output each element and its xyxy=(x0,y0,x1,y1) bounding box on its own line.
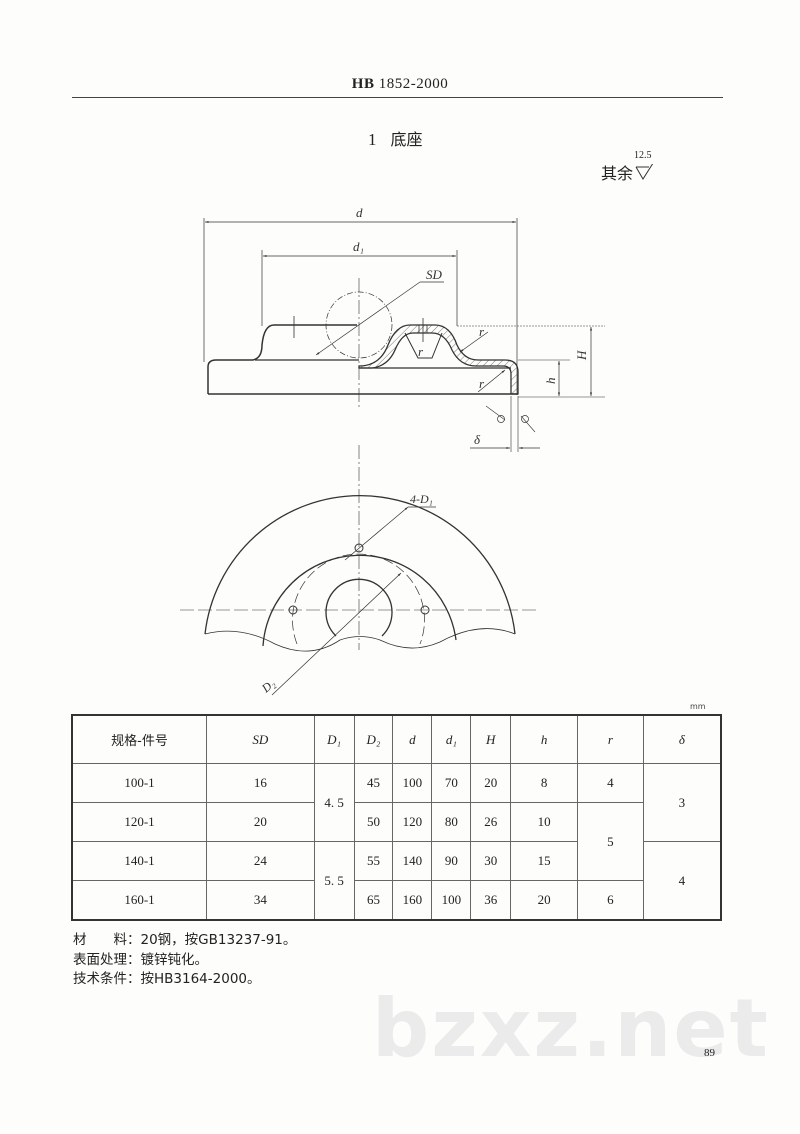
label-r-inner: r xyxy=(418,344,424,359)
cell-r: 4 xyxy=(576,763,644,803)
label-H: H xyxy=(574,350,589,361)
cell-d1-merged: 5. 5 xyxy=(313,841,355,921)
col-delta: δ xyxy=(642,714,722,764)
table-row: 160-1 34 65 160 100 36 20 6 xyxy=(71,880,721,921)
cell-d1: 100 xyxy=(431,880,472,921)
label-d: d xyxy=(356,205,363,220)
note-label: 材 料： xyxy=(73,932,141,948)
table-row: 100-1 16 4. 5 45 100 70 20 8 4 3 xyxy=(71,763,722,842)
label-r-bottom: r xyxy=(479,376,485,391)
cell-r: 6 xyxy=(576,880,644,921)
cell-d: 120 xyxy=(392,802,433,842)
cell-H: 30 xyxy=(470,841,512,881)
cell-sd: 24 xyxy=(206,841,315,881)
note-text: 按HB3164-2000。 xyxy=(140,971,261,987)
cell-sd: 20 xyxy=(206,802,315,842)
table-header-row: 规格-件号 SD D₁ D₂ d d₁ H h r δ xyxy=(71,714,722,764)
cell-spec: 100-1 xyxy=(71,763,208,803)
note-text: 镀锌钝化。 xyxy=(140,951,209,968)
roughness-label: 其余 xyxy=(601,164,634,183)
label-r-top: r xyxy=(479,324,485,339)
cell-d2: 50 xyxy=(353,802,394,842)
cell-h: 10 xyxy=(510,802,578,842)
col-sd: SD xyxy=(206,714,315,764)
cell-d2: 45 xyxy=(353,763,394,803)
cell-delta-merged: 3 xyxy=(642,763,722,842)
col-d1: d₁ xyxy=(431,714,472,764)
label-delta: δ xyxy=(474,432,481,447)
cell-d1: 90 xyxy=(431,841,472,881)
note-text: 20钢，按GB13237-91。 xyxy=(140,932,297,948)
cell-r-merged: 5 xyxy=(576,802,644,881)
plan-view-labels: 4-D₁ D₂ xyxy=(258,492,433,696)
table-row: 120-1 20 50 120 80 26 10 5 xyxy=(71,802,721,881)
note-spec: 技术条件：按HB3164-2000。 xyxy=(73,970,296,990)
technical-drawing: d d₁ SD r r r H h δ 4-D₁ D₂ xyxy=(180,205,605,696)
section-view xyxy=(203,218,605,452)
col-r: r xyxy=(576,714,644,764)
cell-d: 100 xyxy=(392,763,433,803)
label-holes: 4-D₁ xyxy=(410,492,433,506)
label-sd: SD xyxy=(426,267,443,282)
cell-delta-merged: 4 xyxy=(642,841,722,921)
col-d1-hole: D₁ xyxy=(313,714,355,764)
label-d1: d₁ xyxy=(353,239,364,254)
cell-sd: 16 xyxy=(206,763,315,803)
col-H: H xyxy=(470,714,512,764)
cell-H: 20 xyxy=(470,763,512,803)
section-title: 1 底座 xyxy=(368,126,423,150)
col-h: h xyxy=(510,714,578,764)
roughness-note: 其余 12.5 xyxy=(601,150,654,184)
standard-code: HB 1852-2000 xyxy=(0,76,800,93)
cell-H: 36 xyxy=(470,880,512,921)
cell-spec: 120-1 xyxy=(71,802,208,842)
cell-H: 26 xyxy=(470,802,512,842)
note-material: 材 料：20钢，按GB13237-91。 xyxy=(73,931,296,951)
cell-d2: 55 xyxy=(353,841,394,881)
cell-spec: 160-1 xyxy=(71,880,208,921)
note-label: 表面处理： xyxy=(73,951,141,968)
section-view-labels: d d₁ SD r r r H h δ xyxy=(353,205,589,447)
cell-d2: 65 xyxy=(353,880,394,921)
cell-h: 15 xyxy=(510,841,578,881)
cell-sd: 34 xyxy=(206,880,315,921)
cell-h: 8 xyxy=(510,763,578,803)
col-d: d xyxy=(392,714,433,764)
unit-label: mm xyxy=(690,702,706,711)
cell-spec: 140-1 xyxy=(71,841,208,881)
cell-h: 20 xyxy=(510,880,578,921)
label-D2: D₂ xyxy=(258,676,278,696)
note-surface: 表面处理：镀锌钝化。 xyxy=(73,951,296,971)
section-number: 1 xyxy=(368,130,377,149)
cell-d1-merged: 4. 5 xyxy=(313,763,355,842)
spec-table: 规格-件号 SD D₁ D₂ d d₁ H h r δ 100-1 16 4. … xyxy=(71,714,722,921)
standard-prefix: HB xyxy=(351,76,375,92)
watermark: bzxz.net xyxy=(372,982,770,1075)
roughness-value: 12.5 xyxy=(634,150,652,161)
cell-d1: 80 xyxy=(431,802,472,842)
table-row: 140-1 24 5. 5 55 140 90 30 15 4 xyxy=(71,841,722,921)
label-h: h xyxy=(543,378,558,385)
page-number: 89 xyxy=(704,1047,715,1059)
col-d2: D₂ xyxy=(353,714,394,764)
cell-d1: 70 xyxy=(431,763,472,803)
cell-d: 160 xyxy=(392,880,433,921)
header-rule xyxy=(72,97,723,98)
note-label: 技术条件： xyxy=(73,971,141,987)
section-name: 底座 xyxy=(390,130,423,149)
standard-number: 1852-2000 xyxy=(378,76,449,92)
cell-d: 140 xyxy=(392,841,433,881)
col-spec: 规格-件号 xyxy=(71,714,208,764)
roughness-triangle-icon xyxy=(635,164,654,180)
technical-notes: 材 料：20钢，按GB13237-91。 表面处理：镀锌钝化。 技术条件：按HB… xyxy=(73,931,296,990)
plan-view xyxy=(180,445,540,696)
